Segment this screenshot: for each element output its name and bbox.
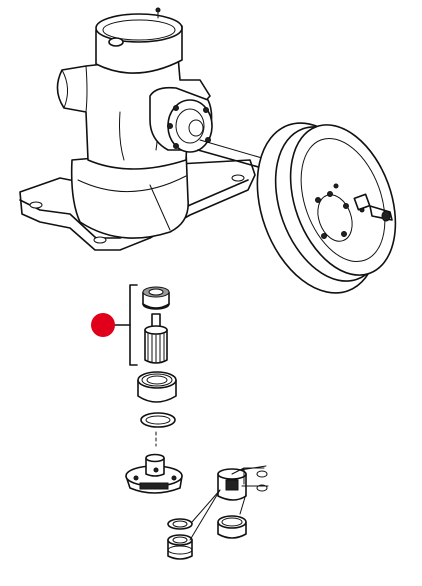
leader-lines [189, 489, 247, 541]
kit-bracket [111, 284, 138, 366]
upper-seal-ring [142, 286, 170, 310]
splined-shaft [144, 313, 168, 364]
v-belt-pulley [256, 122, 397, 294]
bushing [167, 534, 193, 560]
gear-hub [125, 453, 183, 494]
highlight-marker-dot[interactable] [91, 313, 115, 337]
retaining-ring [140, 412, 176, 428]
sleeve-ring [217, 515, 247, 539]
ball-bearing [137, 371, 177, 403]
gearbox-housing [19, 7, 263, 251]
coupling-block [217, 465, 269, 501]
small-seal-ring [167, 518, 193, 530]
